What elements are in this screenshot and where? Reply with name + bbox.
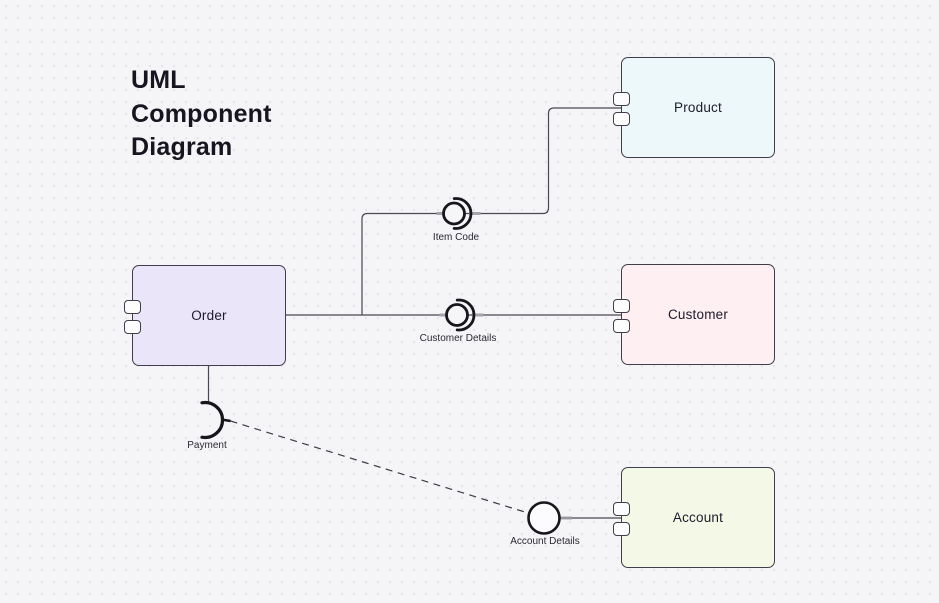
port-icon [613,318,630,333]
item-code-ball-icon[interactable] [442,201,466,226]
customer-details-socket-icon[interactable] [455,298,476,332]
item-code-socket-icon[interactable] [452,197,473,230]
edge-payment-account-details[interactable] [230,420,530,514]
interface-label-customer-details: Customer Details [419,332,497,344]
component-label: Order [191,308,227,323]
port-icon [613,298,630,313]
interface-label-item-code: Item Code [432,232,480,243]
port-icon [124,319,141,334]
payment-socket-icon[interactable] [200,400,225,440]
port-icon [613,91,630,106]
port-icon [613,521,630,536]
component-label: Product [674,100,722,115]
interface-label-account-details: Account Details [510,536,580,547]
component-account[interactable]: Account [613,467,775,568]
component-label: Account [672,510,724,525]
diagram-title: UML Component Diagram [131,66,272,161]
customer-details-ball-icon[interactable] [445,303,469,327]
component-customer[interactable]: Customer [613,264,775,365]
component-order[interactable]: Order [124,265,286,366]
component-label: Customer [667,307,729,322]
edge-order-product[interactable] [361,107,621,315]
component-product[interactable]: Product [613,57,775,158]
interface-label-payment: Payment [187,439,227,451]
account-details-ball-icon[interactable] [527,501,561,535]
port-icon [613,501,630,516]
payment-socket-tick [221,418,231,423]
port-icon [124,299,141,314]
port-icon [613,111,630,126]
